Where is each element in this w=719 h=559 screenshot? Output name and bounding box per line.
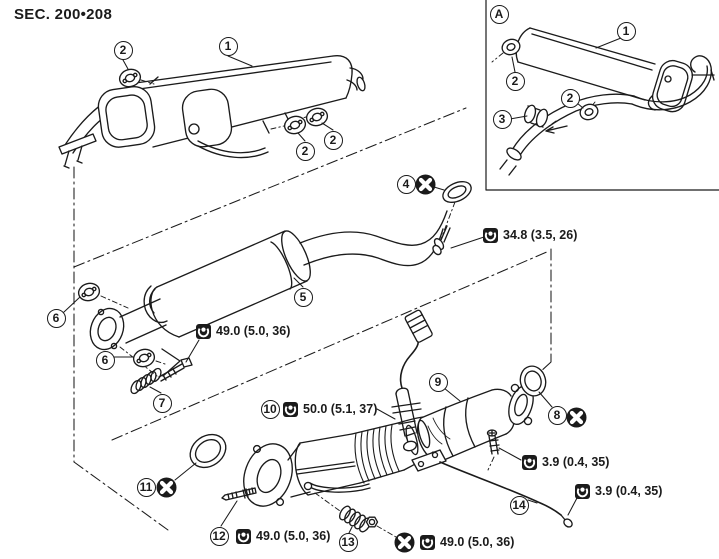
section-title: SEC. 200•208 (14, 6, 113, 23)
callout-8: 8 (547, 405, 567, 425)
torque-value: 50.0 (5.1, 37) (303, 402, 378, 416)
callout-9: 9 (428, 372, 448, 392)
torque-spec-label: 49.0 (5.0, 36) (420, 534, 515, 550)
spring-13 (337, 504, 372, 533)
callout-3: 3 (492, 109, 512, 129)
torque-value: 34.8 (3.5, 26) (503, 228, 578, 242)
callout-1: 1 (218, 36, 238, 56)
callout-2: 2 (295, 141, 315, 161)
torque-wrench-icon (196, 323, 211, 339)
axis-dash-lines (101, 53, 595, 537)
torque-wrench-icon (236, 528, 251, 544)
mounting-insulators-top (118, 67, 330, 136)
inset-box-border (486, 0, 719, 190)
torque-wrench-icon (420, 534, 435, 550)
torque-value: 49.0 (5.0, 36) (216, 324, 291, 338)
catalytic-converter-assembly (184, 309, 574, 533)
non-reusable-x-icon (566, 407, 587, 428)
callout-11: 11 (136, 477, 156, 497)
callout-5: 5 (293, 287, 313, 307)
oxygen-sensor (392, 309, 433, 436)
torque-value: 3.9 (0.4, 35) (542, 455, 610, 469)
callout-7: 7 (152, 393, 172, 413)
callout-13: 13 (338, 532, 358, 552)
torque-spec-label: 49.0 (5.0, 36) (236, 528, 331, 544)
callout-6: 6 (95, 350, 115, 370)
torque-spec-label: 49.0 (5.0, 36) (196, 323, 291, 339)
flex-bellows (355, 425, 399, 483)
inset-muffler-assembly (500, 28, 714, 175)
leader-lines (64, 38, 621, 533)
callout-12: 12 (209, 526, 229, 546)
torque-spec-label: 3.9 (0.4, 35) (575, 483, 663, 499)
non-reusable-x-icon (394, 532, 415, 553)
torque-wrench-icon (283, 401, 298, 417)
inset-bushing (523, 104, 550, 128)
torque-value: 3.9 (0.4, 35) (595, 484, 663, 498)
callout-1: 1 (616, 21, 636, 41)
torque-spec-label: 3.9 (0.4, 35) (522, 454, 610, 470)
stud-bolt-12 (222, 488, 256, 500)
center-muffler-assembly (77, 178, 475, 396)
callout-2: 2 (560, 88, 580, 108)
torque-value: 49.0 (5.0, 36) (256, 529, 331, 543)
bracket-bolt (488, 430, 500, 454)
torque-spec-label: 50.0 (5.1, 37) (283, 401, 378, 417)
callout-14: 14 (509, 495, 529, 515)
callout-A: A (489, 4, 509, 24)
callout-2: 2 (323, 130, 343, 150)
torque-wrench-icon (522, 454, 537, 470)
callout-2: 2 (505, 71, 525, 91)
non-reusable-x-icon (156, 477, 177, 498)
torque-value: 49.0 (5.0, 36) (440, 535, 515, 549)
callout-4: 4 (396, 174, 416, 194)
callout-10: 10 (260, 399, 280, 419)
rear-muffler-assembly (59, 56, 366, 168)
non-reusable-x-icon (415, 174, 436, 195)
torque-spec-label: 34.8 (3.5, 26) (483, 227, 578, 243)
torque-wrench-icon (483, 227, 498, 243)
callout-6: 6 (46, 308, 66, 328)
torque-wrench-icon (575, 483, 590, 499)
callout-2: 2 (113, 40, 133, 60)
match-lines (74, 108, 551, 530)
